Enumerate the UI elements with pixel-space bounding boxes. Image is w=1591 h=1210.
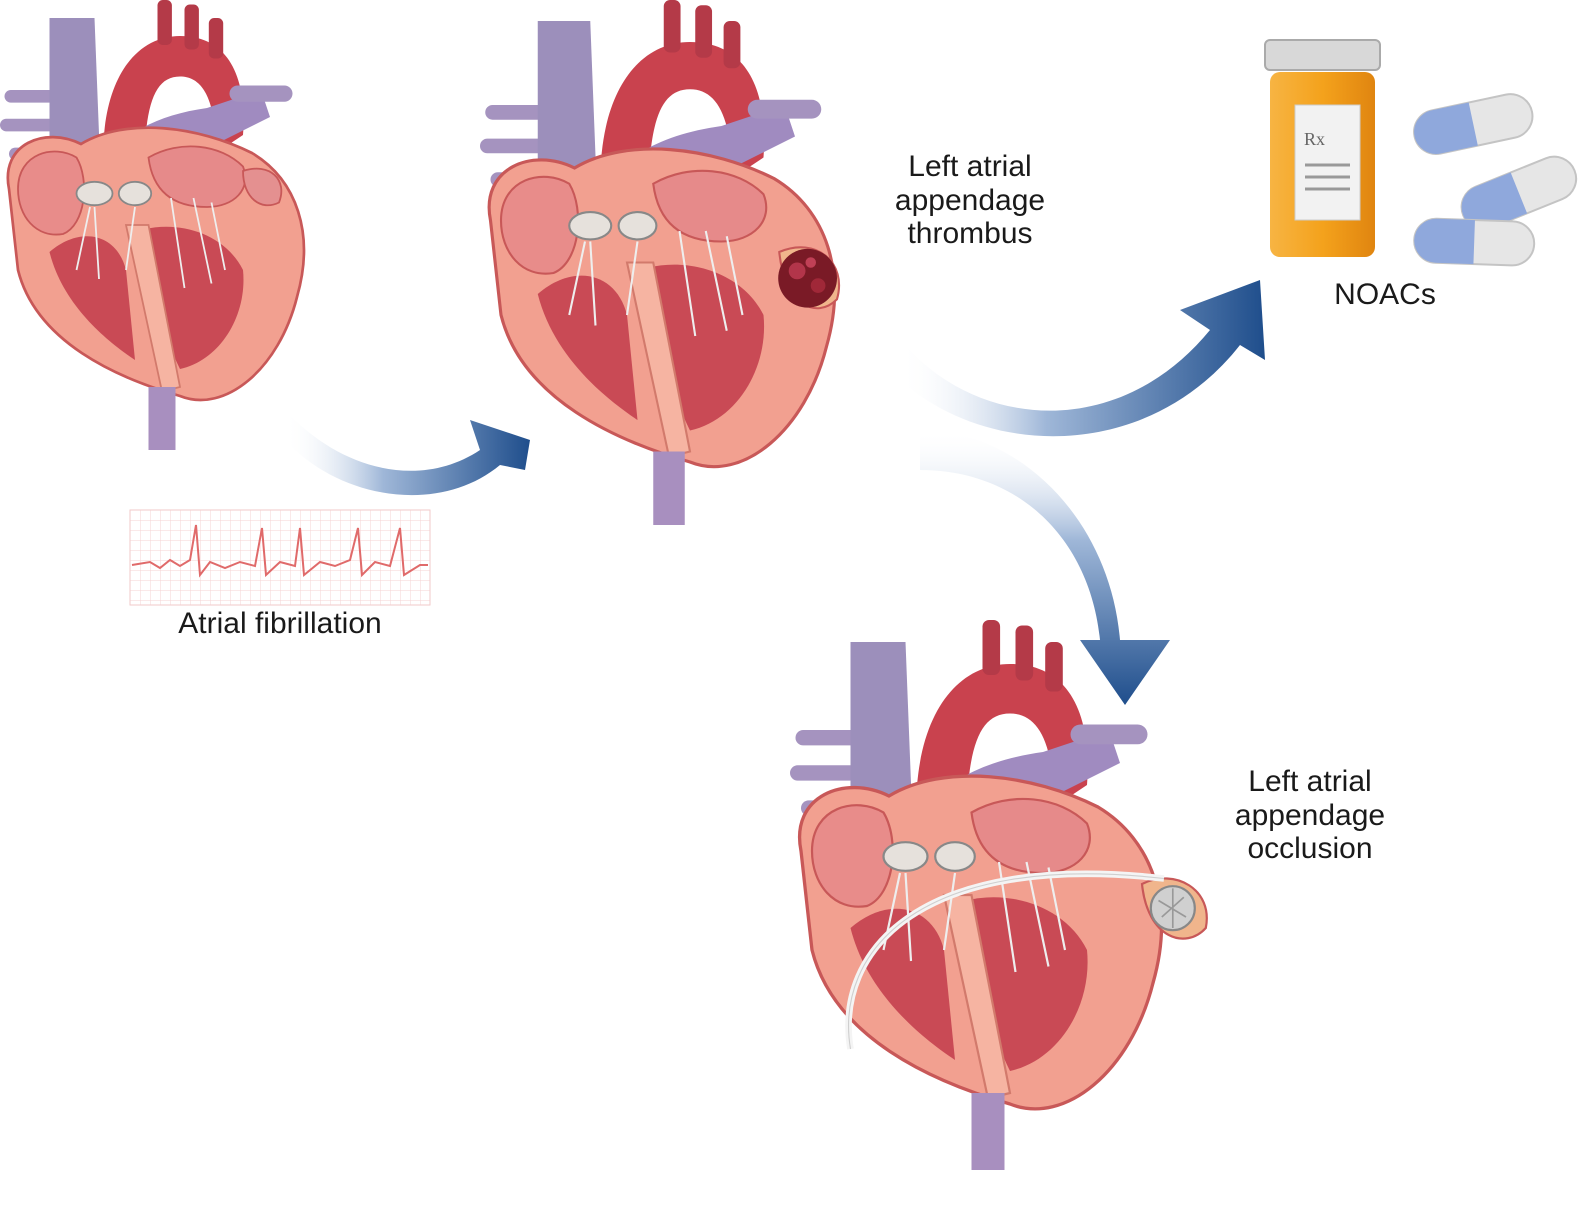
label-thrombus-line: appendage — [870, 184, 1070, 218]
heart-occlusion-icon — [790, 620, 1207, 1170]
label-thrombus: Left atrial appendage thrombus — [870, 150, 1070, 251]
heart-thrombus-icon — [480, 0, 839, 525]
label-thrombus-line: Left atrial — [870, 150, 1070, 184]
rx-symbol: Rx — [1304, 129, 1325, 149]
label-occlusion-line: appendage — [1205, 799, 1415, 833]
curved-arrow-icon — [285, 410, 530, 495]
label-occlusion: Left atrial appendage occlusion — [1205, 765, 1415, 866]
label-atrial-fibrillation: Atrial fibrillation — [140, 607, 420, 641]
heart-normal-icon — [0, 0, 304, 450]
capsule-icon — [1410, 90, 1537, 158]
capsule-icon — [1413, 218, 1534, 266]
label-noacs: NOACs — [1310, 278, 1460, 312]
pill-bottle-icon: Rx — [1265, 40, 1380, 257]
curved-arrow-icon — [920, 430, 1170, 705]
curved-arrow-icon — [900, 280, 1265, 436]
label-occlusion-line: occlusion — [1205, 832, 1415, 866]
label-thrombus-line: thrombus — [870, 217, 1070, 251]
label-occlusion-line: Left atrial — [1205, 765, 1415, 799]
ecg-strip-icon — [130, 510, 430, 605]
